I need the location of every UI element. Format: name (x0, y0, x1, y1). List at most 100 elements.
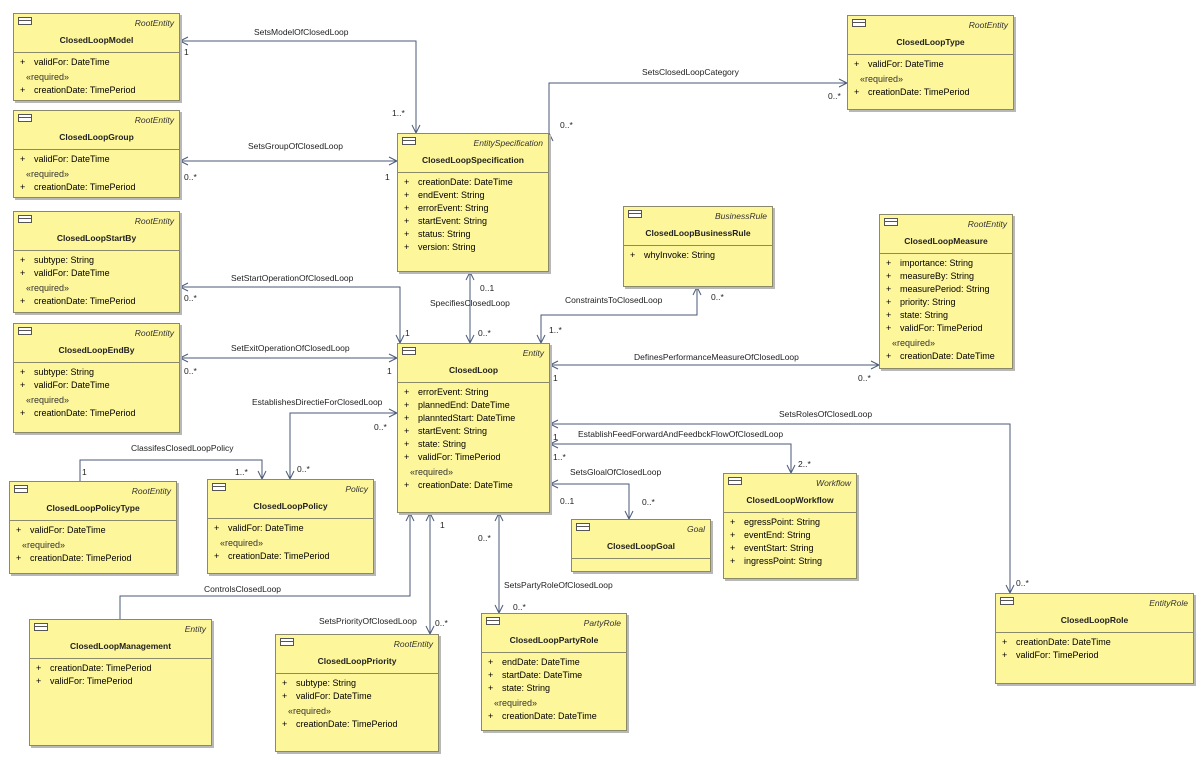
required-stereotype: «required» (494, 698, 538, 708)
multiplicity: 1 (553, 432, 558, 442)
visibility-marker: + (20, 367, 26, 377)
visibility-marker: + (630, 250, 636, 260)
class-attributes: +validFor: DateTime«required»+creationDa… (14, 150, 179, 194)
attribute-text: creationDate: TimePeriod (34, 408, 136, 418)
visibility-marker: + (886, 258, 892, 268)
visibility-marker: + (730, 556, 736, 566)
multiplicity: 0..* (828, 91, 841, 101)
class-name: ClosedLoopModel (59, 35, 134, 45)
class-icon (728, 477, 742, 485)
assoc-label-sets-group: SetsGroupOfClosedLoop (248, 141, 343, 151)
visibility-marker: + (20, 57, 26, 67)
assoc-line-sets-goal (550, 483, 630, 519)
class-stereotype: BusinessRule (715, 211, 767, 221)
class-attributes: +importance: String+measureBy: String+me… (880, 254, 1012, 363)
attribute-row: +eventStart: String (724, 542, 856, 555)
required-stereotype: «required» (26, 72, 70, 82)
visibility-marker: + (404, 439, 410, 449)
class-icon (34, 623, 48, 631)
assoc-label-controls: ControlsClosedLoop (204, 584, 282, 594)
attribute-text: startEvent: String (418, 426, 488, 436)
class-icon (576, 523, 590, 531)
attribute-row: +state: String (482, 682, 626, 695)
required-stereotype: «required» (26, 283, 70, 293)
attribute-text: creationDate: TimePeriod (34, 296, 136, 306)
multiplicity: 1..* (235, 467, 248, 477)
visibility-marker: + (404, 190, 410, 200)
multiplicity: 0..* (374, 422, 387, 432)
class-name: ClosedLoop (448, 365, 499, 375)
class-name: ClosedLoopStartBy (56, 233, 137, 243)
attribute-text: creationDate: DateTime (502, 711, 597, 721)
class-icon (852, 19, 866, 27)
class-attributes: +errorEvent: String+plannedEnd: DateTime… (398, 383, 549, 492)
class-icon (402, 137, 416, 145)
attribute-row: +state: String (880, 309, 1012, 322)
attribute-row: +errorEvent: String (398, 386, 549, 399)
visibility-marker: + (404, 480, 410, 490)
visibility-marker: + (886, 351, 892, 361)
class-icon (18, 327, 32, 335)
visibility-marker: + (20, 255, 26, 265)
attribute-text: validFor: DateTime (34, 57, 110, 67)
multiplicity: 0..* (642, 497, 655, 507)
attribute-row: +ingressPoint: String (724, 555, 856, 568)
class-icon (402, 347, 416, 355)
class-icon (628, 210, 642, 218)
attribute-text: eventStart: String (744, 543, 814, 553)
class-attributes: +validFor: DateTime«required»+creationDa… (14, 53, 179, 97)
class-name: ClosedLoopManagement (69, 641, 172, 651)
multiplicity: 0..* (478, 328, 491, 338)
attribute-row: +validFor: TimePeriod (30, 675, 211, 688)
attribute-text: validFor: DateTime (296, 691, 372, 701)
class-stereotype: Workflow (816, 478, 851, 488)
attribute-row: +creationDate: DateTime (482, 710, 626, 723)
assoc-label-classifies-policy: ClassifesClosedLoopPolicy (131, 443, 234, 453)
attribute-row: +startEvent: String (398, 215, 548, 228)
class-stereotype: RootEntity (968, 20, 1008, 30)
visibility-marker: + (854, 87, 860, 97)
attribute-text: endEvent: String (418, 190, 485, 200)
assoc-label-sets-model: SetsModelOfClosedLoop (254, 27, 349, 37)
attribute-row: +creationDate: TimePeriod (848, 86, 1013, 99)
required-stereotype: «required» (892, 338, 936, 348)
visibility-marker: + (404, 387, 410, 397)
class-stereotype: RootEntity (131, 486, 171, 496)
attribute-row: +validFor: DateTime (14, 153, 179, 166)
visibility-marker: + (404, 413, 410, 423)
attribute-text: importance: String (900, 258, 974, 268)
multiplicity: 0..* (184, 172, 197, 182)
assoc-label-set-start-op: SetStartOperationOfClosedLoop (231, 273, 354, 283)
class-icon (884, 218, 898, 226)
attribute-text: endDate: DateTime (502, 657, 580, 667)
attribute-row: +startEvent: String (398, 425, 549, 438)
attribute-text: whyInvoke: String (644, 250, 716, 260)
attribute-text: validFor: DateTime (228, 523, 304, 533)
attribute-row: +creationDate: DateTime (996, 636, 1193, 649)
attribute-text: eventEnd: String (744, 530, 811, 540)
attribute-text: validFor: TimePeriod (50, 676, 133, 686)
